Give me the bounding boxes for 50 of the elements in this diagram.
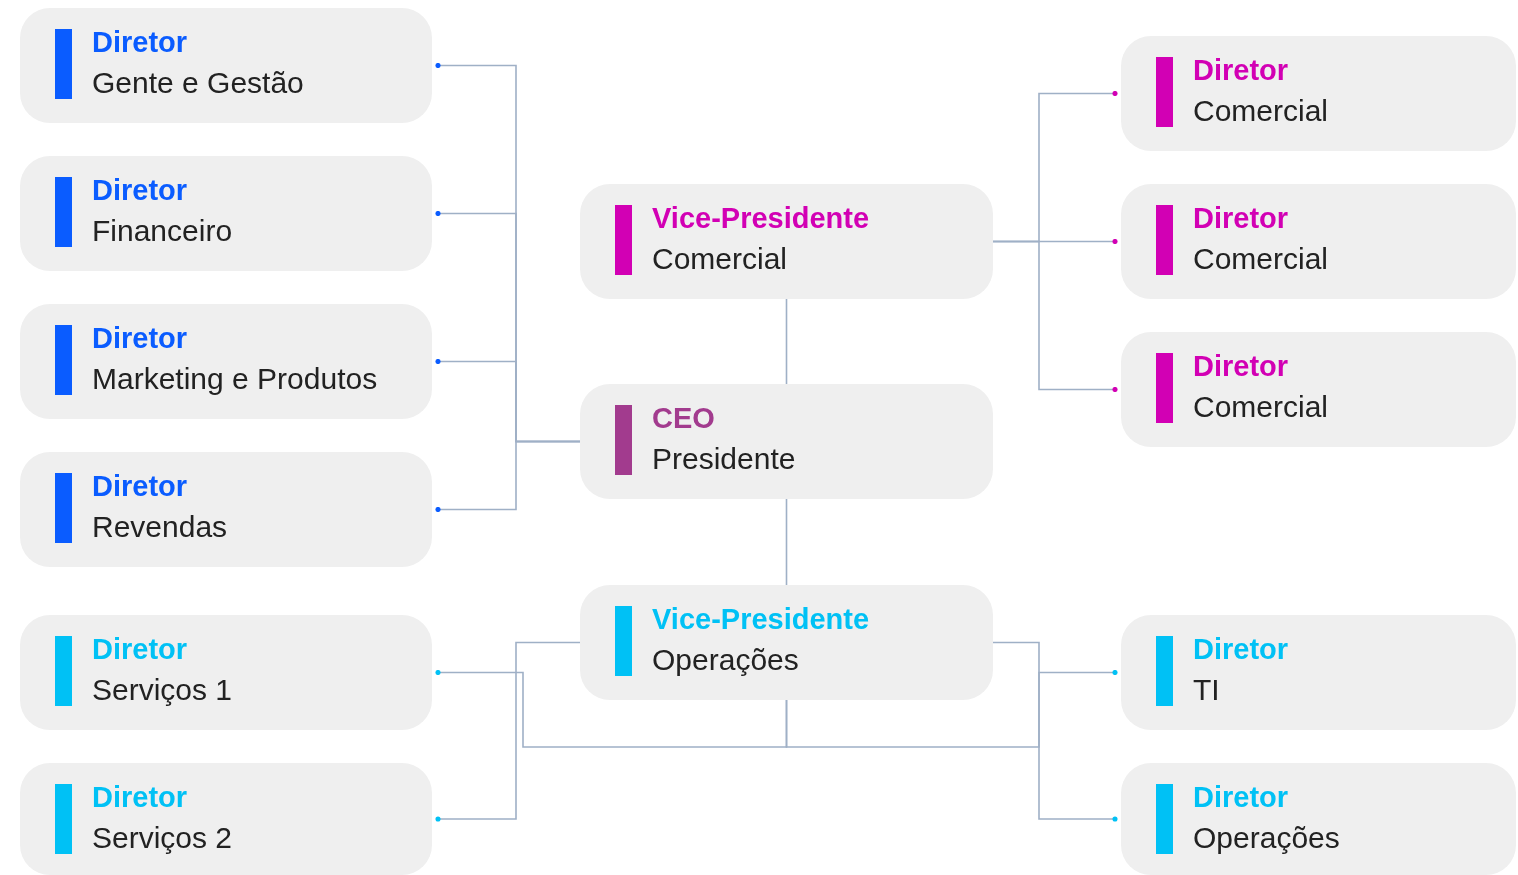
role-title: Diretor bbox=[1193, 350, 1289, 383]
role-department: Operações bbox=[652, 643, 799, 677]
role-card bbox=[20, 763, 432, 875]
role-title: Vice-Presidente bbox=[652, 202, 870, 235]
connector-line bbox=[992, 240, 1118, 393]
role-department: Serviços 1 bbox=[92, 673, 233, 707]
role-title: Diretor bbox=[92, 781, 188, 814]
connector-line bbox=[435, 641, 581, 822]
role-title: Diretor bbox=[92, 633, 188, 666]
role-department: Comercial bbox=[1193, 242, 1329, 276]
role-title: Diretor bbox=[1193, 54, 1289, 87]
role-title: Diretor bbox=[1193, 202, 1289, 235]
connector-line bbox=[435, 440, 581, 513]
role-card bbox=[20, 8, 432, 123]
role-department: TI bbox=[1193, 673, 1220, 707]
role-title: CEO bbox=[652, 402, 715, 435]
role-title: Diretor bbox=[92, 322, 188, 355]
role-department: Comercial bbox=[1193, 94, 1329, 128]
role-card bbox=[580, 184, 993, 299]
connector-line bbox=[785, 498, 788, 586]
role-title: Diretor bbox=[92, 174, 188, 207]
role-title: Vice-Presidente bbox=[652, 603, 870, 636]
connector-line bbox=[785, 669, 1118, 748]
role-card bbox=[20, 304, 432, 419]
role-department: Financeiro bbox=[92, 214, 233, 248]
role-card bbox=[1121, 763, 1516, 875]
role-title: Diretor bbox=[1193, 633, 1289, 666]
role-card bbox=[1121, 36, 1516, 151]
role-department: Operações bbox=[1193, 821, 1340, 855]
role-title: Diretor bbox=[92, 470, 188, 503]
role-card bbox=[1121, 184, 1516, 299]
role-department: Revendas bbox=[92, 510, 228, 544]
role-card bbox=[20, 452, 432, 567]
role-department: Comercial bbox=[1193, 390, 1329, 424]
role-card bbox=[20, 156, 432, 271]
role-department: Serviços 2 bbox=[92, 821, 233, 855]
connector-line bbox=[785, 298, 788, 385]
role-card bbox=[580, 384, 993, 499]
role-title: Diretor bbox=[1193, 781, 1289, 814]
connector-line bbox=[435, 669, 788, 748]
connector-line bbox=[992, 641, 1118, 822]
role-department: Presidente bbox=[652, 442, 796, 476]
role-department: Marketing e Produtos bbox=[92, 362, 378, 396]
role-card bbox=[1121, 332, 1516, 447]
role-card bbox=[1121, 615, 1516, 730]
role-card bbox=[20, 615, 432, 730]
role-department: Gente e Gestão bbox=[92, 66, 304, 100]
role-title: Diretor bbox=[92, 26, 188, 59]
role-department: Comercial bbox=[652, 242, 788, 276]
role-card bbox=[580, 585, 993, 700]
